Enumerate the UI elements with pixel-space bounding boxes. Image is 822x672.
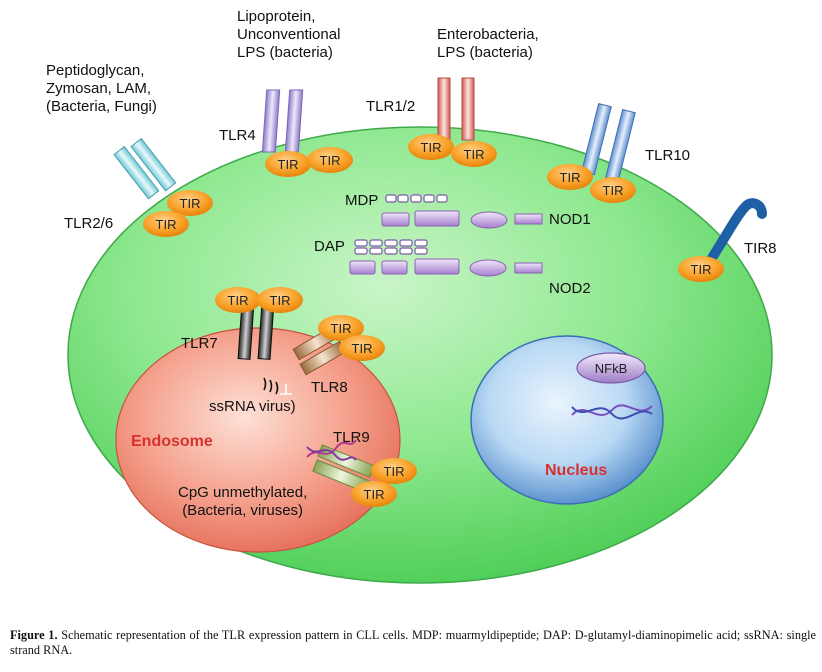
tir-domain: TIR (265, 151, 311, 177)
svg-text:TIR: TIR (278, 157, 299, 172)
ssrna-strand (263, 377, 292, 395)
nucleus-dna (571, 404, 653, 420)
nod2-label: NOD2 (549, 280, 591, 297)
tlr10-receptor (581, 102, 636, 182)
svg-text:TIR: TIR (320, 153, 341, 168)
nod1-protein (381, 210, 543, 229)
lipoprotein-label: Lipoprotein, Unconventional LPS (bacteri… (237, 8, 341, 61)
peptidoglycan-label: Peptidoglycan, Zymosan, LAM, (Bacteria, … (46, 62, 157, 115)
cpg-dna (306, 439, 357, 461)
tlr2-6-label: TLR2/6 (64, 215, 114, 232)
tir-domain: TIR (678, 256, 724, 282)
tlr4-receptor (261, 89, 304, 153)
dap-chain (354, 239, 428, 255)
tlr1-2-receptor (437, 77, 475, 141)
tir-domain: TIR (257, 287, 303, 313)
tir-domain: TIR (351, 481, 397, 507)
tlr1-2-label: TLR1/2 (366, 98, 416, 115)
svg-text:TIR: TIR (270, 293, 291, 308)
tlr-diagram: NFkB TIR TIR TIR TIR TIR TIR TIR TIR TIR… (67, 77, 773, 584)
endosome (115, 327, 401, 553)
tir-domain: TIR (451, 141, 497, 167)
mdp-label: MDP (345, 192, 379, 209)
tir-domain: TIR (307, 147, 353, 173)
tir-domain: TIR (547, 164, 593, 190)
tlr9-label: TLR9 (333, 429, 370, 446)
tlr4-label: TLR4 (219, 127, 256, 144)
enterobacteria-label: Enterobacteria, LPS (bacteria) (437, 26, 539, 61)
svg-text:TIR: TIR (156, 217, 177, 232)
tir8-receptor (707, 198, 767, 263)
caption-figure-number: Figure 1. (10, 628, 58, 642)
cpg-label: CpG unmethylated, (Bacteria, viruses) (178, 484, 308, 519)
caption-text: Schematic representation of the TLR expr… (10, 628, 817, 657)
svg-text:TIR: TIR (384, 464, 405, 479)
tir8-label: TIR8 (744, 240, 777, 257)
tlr10-label: TLR10 (645, 147, 691, 164)
tir-domain: TIR (143, 211, 189, 237)
svg-text:TIR: TIR (421, 140, 442, 155)
nfkb-label: NFkB (595, 361, 628, 376)
tlr8-label: TLR8 (311, 379, 348, 396)
svg-text:TIR: TIR (180, 196, 201, 211)
nucleus-label: Nucleus (545, 462, 608, 479)
tir-domain: TIR (590, 177, 636, 203)
svg-text:TIR: TIR (364, 487, 385, 502)
dap-label: DAP (314, 238, 345, 255)
tir-domain: TIR (371, 458, 417, 484)
tlr7-label: TLR7 (181, 335, 218, 352)
mdp-chain (385, 194, 448, 203)
ssrna-label: ssRNA virus) (209, 398, 296, 415)
nod1-label: NOD1 (549, 211, 591, 228)
tlr2-6-receptor (113, 137, 177, 200)
svg-text:TIR: TIR (691, 262, 712, 277)
tir-domain: TIR (408, 134, 454, 160)
svg-text:TIR: TIR (464, 147, 485, 162)
tir-domains: TIR TIR TIR TIR TIR TIR TIR TIR TIR TIR … (143, 134, 724, 507)
figure-caption: Figure 1. Schematic representation of th… (10, 628, 816, 658)
endosome-label: Endosome (131, 433, 213, 450)
tir-domain: TIR (318, 315, 364, 341)
nfkb-complex (576, 352, 646, 384)
nod2-protein (349, 258, 543, 277)
svg-text:TIR: TIR (560, 170, 581, 185)
tir-domain: TIR (339, 335, 385, 361)
svg-text:TIR: TIR (603, 183, 624, 198)
svg-text:TIR: TIR (331, 321, 352, 336)
svg-text:TIR: TIR (228, 293, 249, 308)
tir-domain: TIR (215, 287, 261, 313)
svg-text:TIR: TIR (352, 341, 373, 356)
tir-domain: TIR (167, 190, 213, 216)
